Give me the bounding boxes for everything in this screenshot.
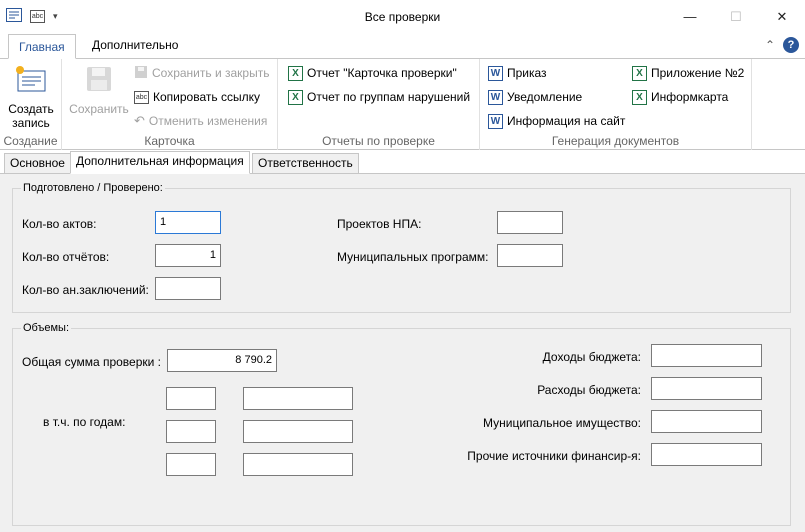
tab-responsibility[interactable]: Ответственность bbox=[252, 153, 359, 174]
order-label: Приказ bbox=[507, 66, 547, 80]
infocard-button[interactable]: X Информкарта bbox=[632, 87, 728, 107]
excel-icon: X bbox=[288, 65, 303, 81]
group-card: Сохранить Сохранить и закрыть abc Копиро… bbox=[62, 59, 278, 150]
year-amount-field[interactable] bbox=[243, 387, 353, 410]
appendix2-button[interactable]: X Приложение №2 bbox=[632, 63, 744, 83]
save-close-icon bbox=[134, 65, 148, 82]
copy-link-icon: abc bbox=[134, 90, 149, 104]
word-icon: W bbox=[488, 65, 503, 81]
appendix2-label: Приложение №2 bbox=[651, 66, 745, 80]
order-button[interactable]: W Приказ bbox=[488, 63, 547, 83]
npa-label: Проектов НПА: bbox=[337, 217, 422, 231]
minimize-icon[interactable]: — bbox=[683, 9, 697, 24]
abc-icon[interactable]: abc bbox=[30, 10, 45, 23]
save-button[interactable]: Сохранить bbox=[66, 65, 132, 116]
income-label: Доходы бюджета: bbox=[542, 350, 641, 364]
cancel-changes-button[interactable]: ↶ Отменить изменения bbox=[134, 111, 267, 131]
report-card-button[interactable]: X Отчет "Карточка проверки" bbox=[288, 63, 457, 83]
tab-additional-info[interactable]: Дополнительная информация bbox=[70, 151, 250, 174]
undo-icon: ↶ bbox=[134, 113, 145, 128]
municipal-programs-label: Муниципальных программ: bbox=[337, 250, 489, 264]
reports-field[interactable]: 1 bbox=[155, 244, 221, 267]
group-label-reports: Отчеты по проверке bbox=[322, 134, 435, 148]
site-info-label: Информация на сайт bbox=[507, 114, 626, 128]
excel-icon: X bbox=[632, 65, 647, 81]
property-field[interactable] bbox=[651, 410, 762, 433]
prepared-legend: Подготовлено / Проверено: bbox=[21, 182, 165, 194]
help-icon[interactable]: ? bbox=[783, 37, 799, 53]
other-sources-field[interactable] bbox=[651, 443, 762, 466]
expense-label: Расходы бюджета: bbox=[537, 383, 641, 397]
window-title: Все проверки bbox=[364, 10, 441, 24]
property-label: Муниципальное имущество: bbox=[482, 416, 641, 430]
new-record-icon bbox=[4, 65, 58, 96]
other-sources-label: Прочие источники финансир-я: bbox=[467, 449, 641, 463]
ribbon-tabs: Главная Дополнительно ⌃ ? bbox=[0, 33, 805, 59]
conclusions-field[interactable] bbox=[155, 277, 221, 300]
total-sum-field[interactable]: 8 790.2 bbox=[167, 349, 277, 372]
create-record-label: Создать запись bbox=[8, 102, 54, 130]
year-amount-field[interactable] bbox=[243, 453, 353, 476]
tab-content: Подготовлено / Проверено: Кол-во актов: … bbox=[0, 174, 805, 532]
ribbon-tab-main[interactable]: Главная bbox=[8, 34, 76, 59]
by-years-label: в т.ч. по годам: bbox=[43, 415, 126, 429]
window-controls: — ☐ ✕ bbox=[667, 0, 805, 33]
group-label-card: Карточка bbox=[144, 134, 195, 148]
title-bar: abc ▾ Все проверки — ☐ ✕ bbox=[0, 0, 805, 33]
word-icon: W bbox=[488, 89, 503, 105]
notice-label: Уведомление bbox=[507, 90, 583, 104]
excel-icon: X bbox=[288, 89, 303, 105]
municipal-programs-field[interactable] bbox=[497, 244, 563, 267]
year-field[interactable] bbox=[166, 420, 216, 443]
copy-link-button[interactable]: abc Копировать ссылку bbox=[134, 87, 260, 107]
excel-icon: X bbox=[632, 89, 647, 105]
year-amount-field[interactable] bbox=[243, 420, 353, 443]
quick-access-toolbar: abc ▾ bbox=[6, 8, 58, 25]
cancel-changes-label: Отменить изменения bbox=[148, 114, 268, 128]
reports-label: Кол-во отчётов: bbox=[22, 250, 110, 264]
npa-field[interactable] bbox=[497, 211, 563, 234]
prepared-groupbox: Подготовлено / Проверено: Кол-во актов: … bbox=[12, 182, 791, 313]
infocard-label: Информкарта bbox=[651, 90, 729, 104]
report-card-label: Отчет "Карточка проверки" bbox=[307, 66, 457, 80]
form-tabs: Основное Дополнительная информация Ответ… bbox=[0, 151, 805, 174]
year-field[interactable] bbox=[166, 387, 216, 410]
ribbon: Создать запись Создание Сохранить Сохран… bbox=[0, 58, 805, 150]
word-icon: W bbox=[488, 113, 503, 129]
conclusions-label: Кол-во ан.заключений: bbox=[22, 283, 149, 297]
ribbon-tab-extra[interactable]: Дополнительно bbox=[92, 38, 179, 52]
dropdown-arrow-icon[interactable]: ▾ bbox=[53, 11, 58, 21]
form-icon[interactable] bbox=[6, 8, 22, 25]
report-groups-button[interactable]: X Отчет по группам нарушений bbox=[288, 87, 470, 107]
volumes-groupbox: Объемы: Общая сумма проверки : 8 790.2 в… bbox=[12, 322, 791, 526]
save-close-button[interactable]: Сохранить и закрыть bbox=[134, 63, 269, 83]
year-field[interactable] bbox=[166, 453, 216, 476]
expense-field[interactable] bbox=[651, 377, 762, 400]
copy-link-label: Копировать ссылку bbox=[153, 90, 260, 104]
collapse-ribbon-icon[interactable]: ⌃ bbox=[764, 38, 775, 52]
site-info-button[interactable]: W Информация на сайт bbox=[488, 111, 625, 131]
tab-main[interactable]: Основное bbox=[4, 153, 71, 174]
save-close-label: Сохранить и закрыть bbox=[152, 66, 270, 80]
report-groups-label: Отчет по группам нарушений bbox=[307, 90, 471, 104]
maximize-icon[interactable]: ☐ bbox=[730, 8, 742, 24]
group-reports: X Отчет "Карточка проверки" X Отчет по г… bbox=[278, 59, 480, 150]
notice-button[interactable]: W Уведомление bbox=[488, 87, 582, 107]
group-creation: Создать запись Создание bbox=[0, 59, 62, 150]
group-label-docgen: Генерация документов bbox=[551, 134, 680, 148]
group-label-creation: Создание bbox=[3, 134, 58, 148]
acts-label: Кол-во актов: bbox=[22, 217, 97, 231]
acts-field[interactable]: 1 bbox=[155, 211, 221, 234]
income-field[interactable] bbox=[651, 344, 762, 367]
close-icon[interactable]: ✕ bbox=[776, 8, 788, 24]
save-icon bbox=[66, 65, 132, 96]
total-sum-label: Общая сумма проверки : bbox=[22, 355, 162, 369]
group-docgen: W Приказ W Уведомление W Информация на с… bbox=[480, 59, 752, 150]
create-record-button[interactable]: Создать запись bbox=[4, 65, 58, 130]
save-label: Сохранить bbox=[69, 102, 129, 116]
volumes-legend: Объемы: bbox=[21, 322, 72, 334]
